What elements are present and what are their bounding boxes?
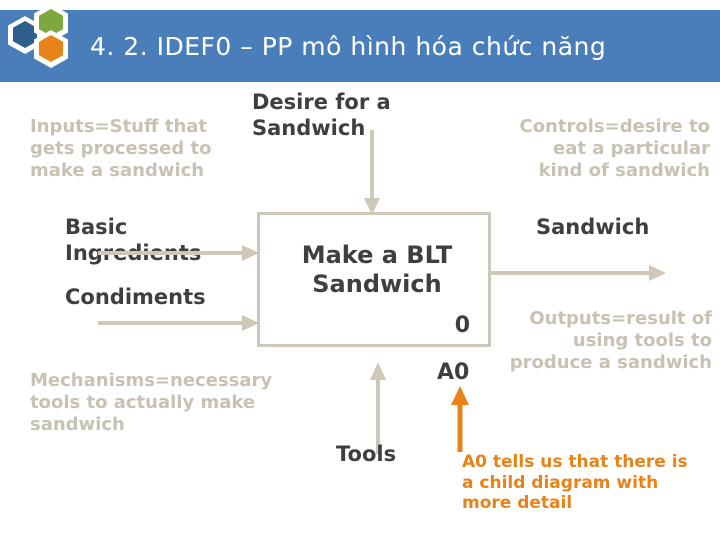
annotation-outputs: Outputs=result of using tools to produce… <box>509 308 712 373</box>
hexagon-blue-icon <box>13 21 37 48</box>
input-arrow-2 <box>98 312 260 334</box>
mechanism-arrow <box>367 362 389 454</box>
annotation-mechanisms: Mechanisms=necessary tools to actually m… <box>30 370 273 435</box>
activity-box-label: Make a BLT Sandwich <box>260 241 494 300</box>
annotation-a0: A0 tells us that there is a child diagra… <box>462 452 688 514</box>
mechanism-label-tools: Tools <box>336 442 397 466</box>
control-label-desire: Desire for a Sandwich <box>252 90 391 140</box>
input-label-condiments: Condiments <box>65 285 206 309</box>
output-arrow <box>489 262 667 284</box>
idef0-diagram: Desire for a Sandwich Inputs=Stuff that … <box>0 82 720 540</box>
a0-pointer-arrow <box>449 386 471 452</box>
activity-box: Make a BLT Sandwich 0 <box>257 212 491 347</box>
input-arrow-1 <box>98 242 260 264</box>
activity-box-node-id: A0 <box>437 360 470 385</box>
activity-box-label-line2: Sandwich <box>312 270 442 299</box>
page-title: 4. 2. IDEF0 – PP mô hình hóa chức năng <box>90 31 607 61</box>
annotation-controls: Controls=desire to eat a particular kind… <box>519 116 710 181</box>
control-arrow <box>361 130 383 216</box>
slide-title-bar <box>0 10 720 82</box>
output-label-sandwich: Sandwich <box>536 215 650 239</box>
activity-box-number: 0 <box>454 313 470 338</box>
activity-box-label-line1: Make a BLT <box>301 241 453 269</box>
annotation-inputs: Inputs=Stuff that gets processed to make… <box>30 116 212 181</box>
hexagon-logo <box>8 4 94 84</box>
hexagon-orange-icon <box>39 35 63 62</box>
